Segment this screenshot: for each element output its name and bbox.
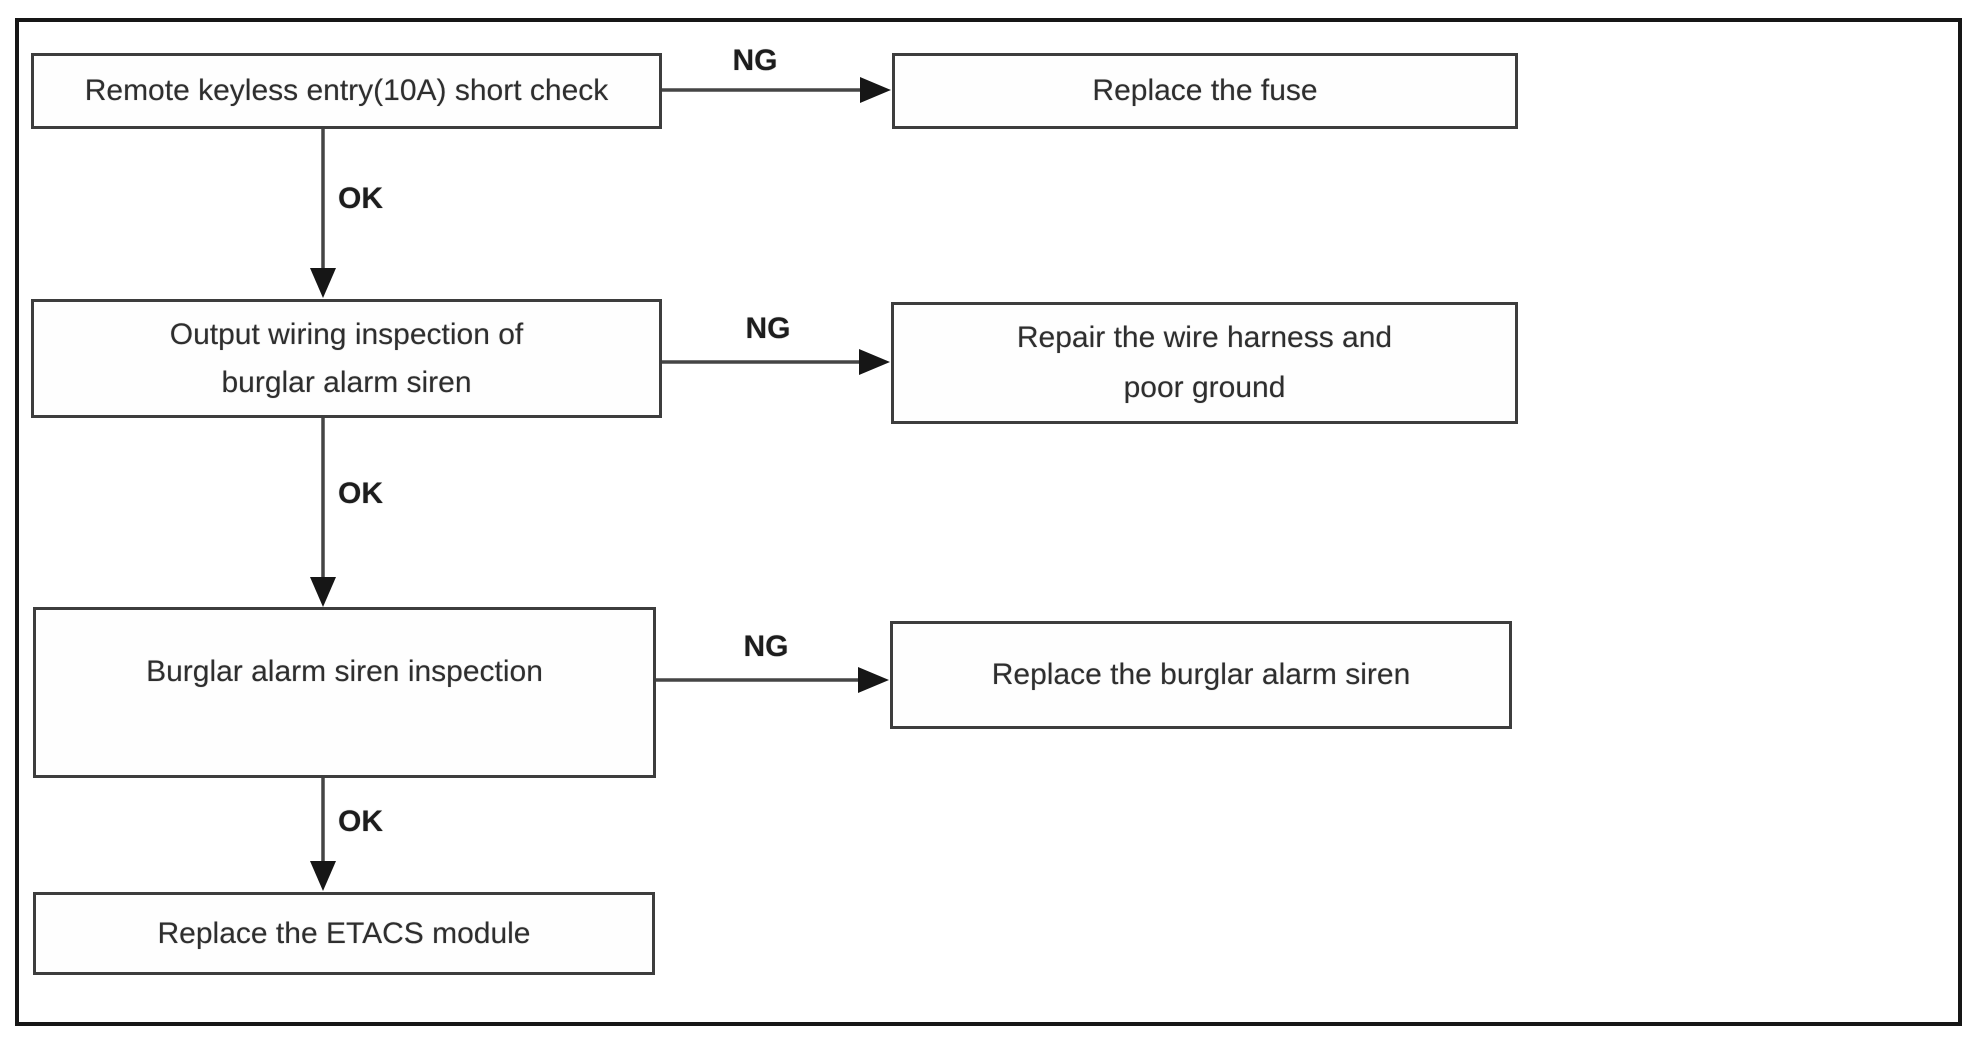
node-step-burglar-alarm-siren-inspection: Burglar alarm siren inspection bbox=[33, 607, 656, 778]
node-text: Replace the burglar alarm siren bbox=[991, 658, 1411, 691]
edge-label-ok-3: OK bbox=[338, 805, 383, 838]
node-remedy-repair-wire-harness: Repair the wire harness and poor ground bbox=[891, 302, 1518, 424]
node-text: Burglar alarm siren inspection bbox=[146, 655, 543, 688]
node-remedy-replace-burglar-alarm-siren: Replace the burglar alarm siren bbox=[890, 621, 1512, 729]
node-step-replace-etacs-module: Replace the ETACS module bbox=[33, 892, 655, 975]
edge-label-ng-1: NG bbox=[732, 44, 778, 77]
node-text: Remote keyless entry(10A) short check bbox=[84, 74, 609, 107]
node-text: Repair the wire harness and bbox=[1016, 321, 1393, 354]
node-step-output-wiring-inspection: Output wiring inspection of burglar alar… bbox=[31, 299, 662, 418]
node-text: Output wiring inspection of bbox=[169, 317, 524, 351]
edge-label-ng-3: NG bbox=[743, 630, 789, 663]
edge-label-ok-2: OK bbox=[338, 477, 383, 510]
node-remedy-replace-fuse: Replace the fuse bbox=[892, 53, 1518, 129]
edge-label-ng-2: NG bbox=[745, 312, 791, 345]
diagram-outer-frame bbox=[15, 18, 1962, 1026]
node-text: poor ground bbox=[1123, 371, 1286, 404]
node-text: Replace the fuse bbox=[1092, 74, 1318, 107]
edge-label-ok-1: OK bbox=[338, 182, 383, 215]
node-text: burglar alarm siren bbox=[221, 365, 472, 399]
node-step-remote-keyless-entry-check: Remote keyless entry(10A) short check bbox=[31, 53, 662, 129]
node-text: Replace the ETACS module bbox=[157, 916, 531, 950]
